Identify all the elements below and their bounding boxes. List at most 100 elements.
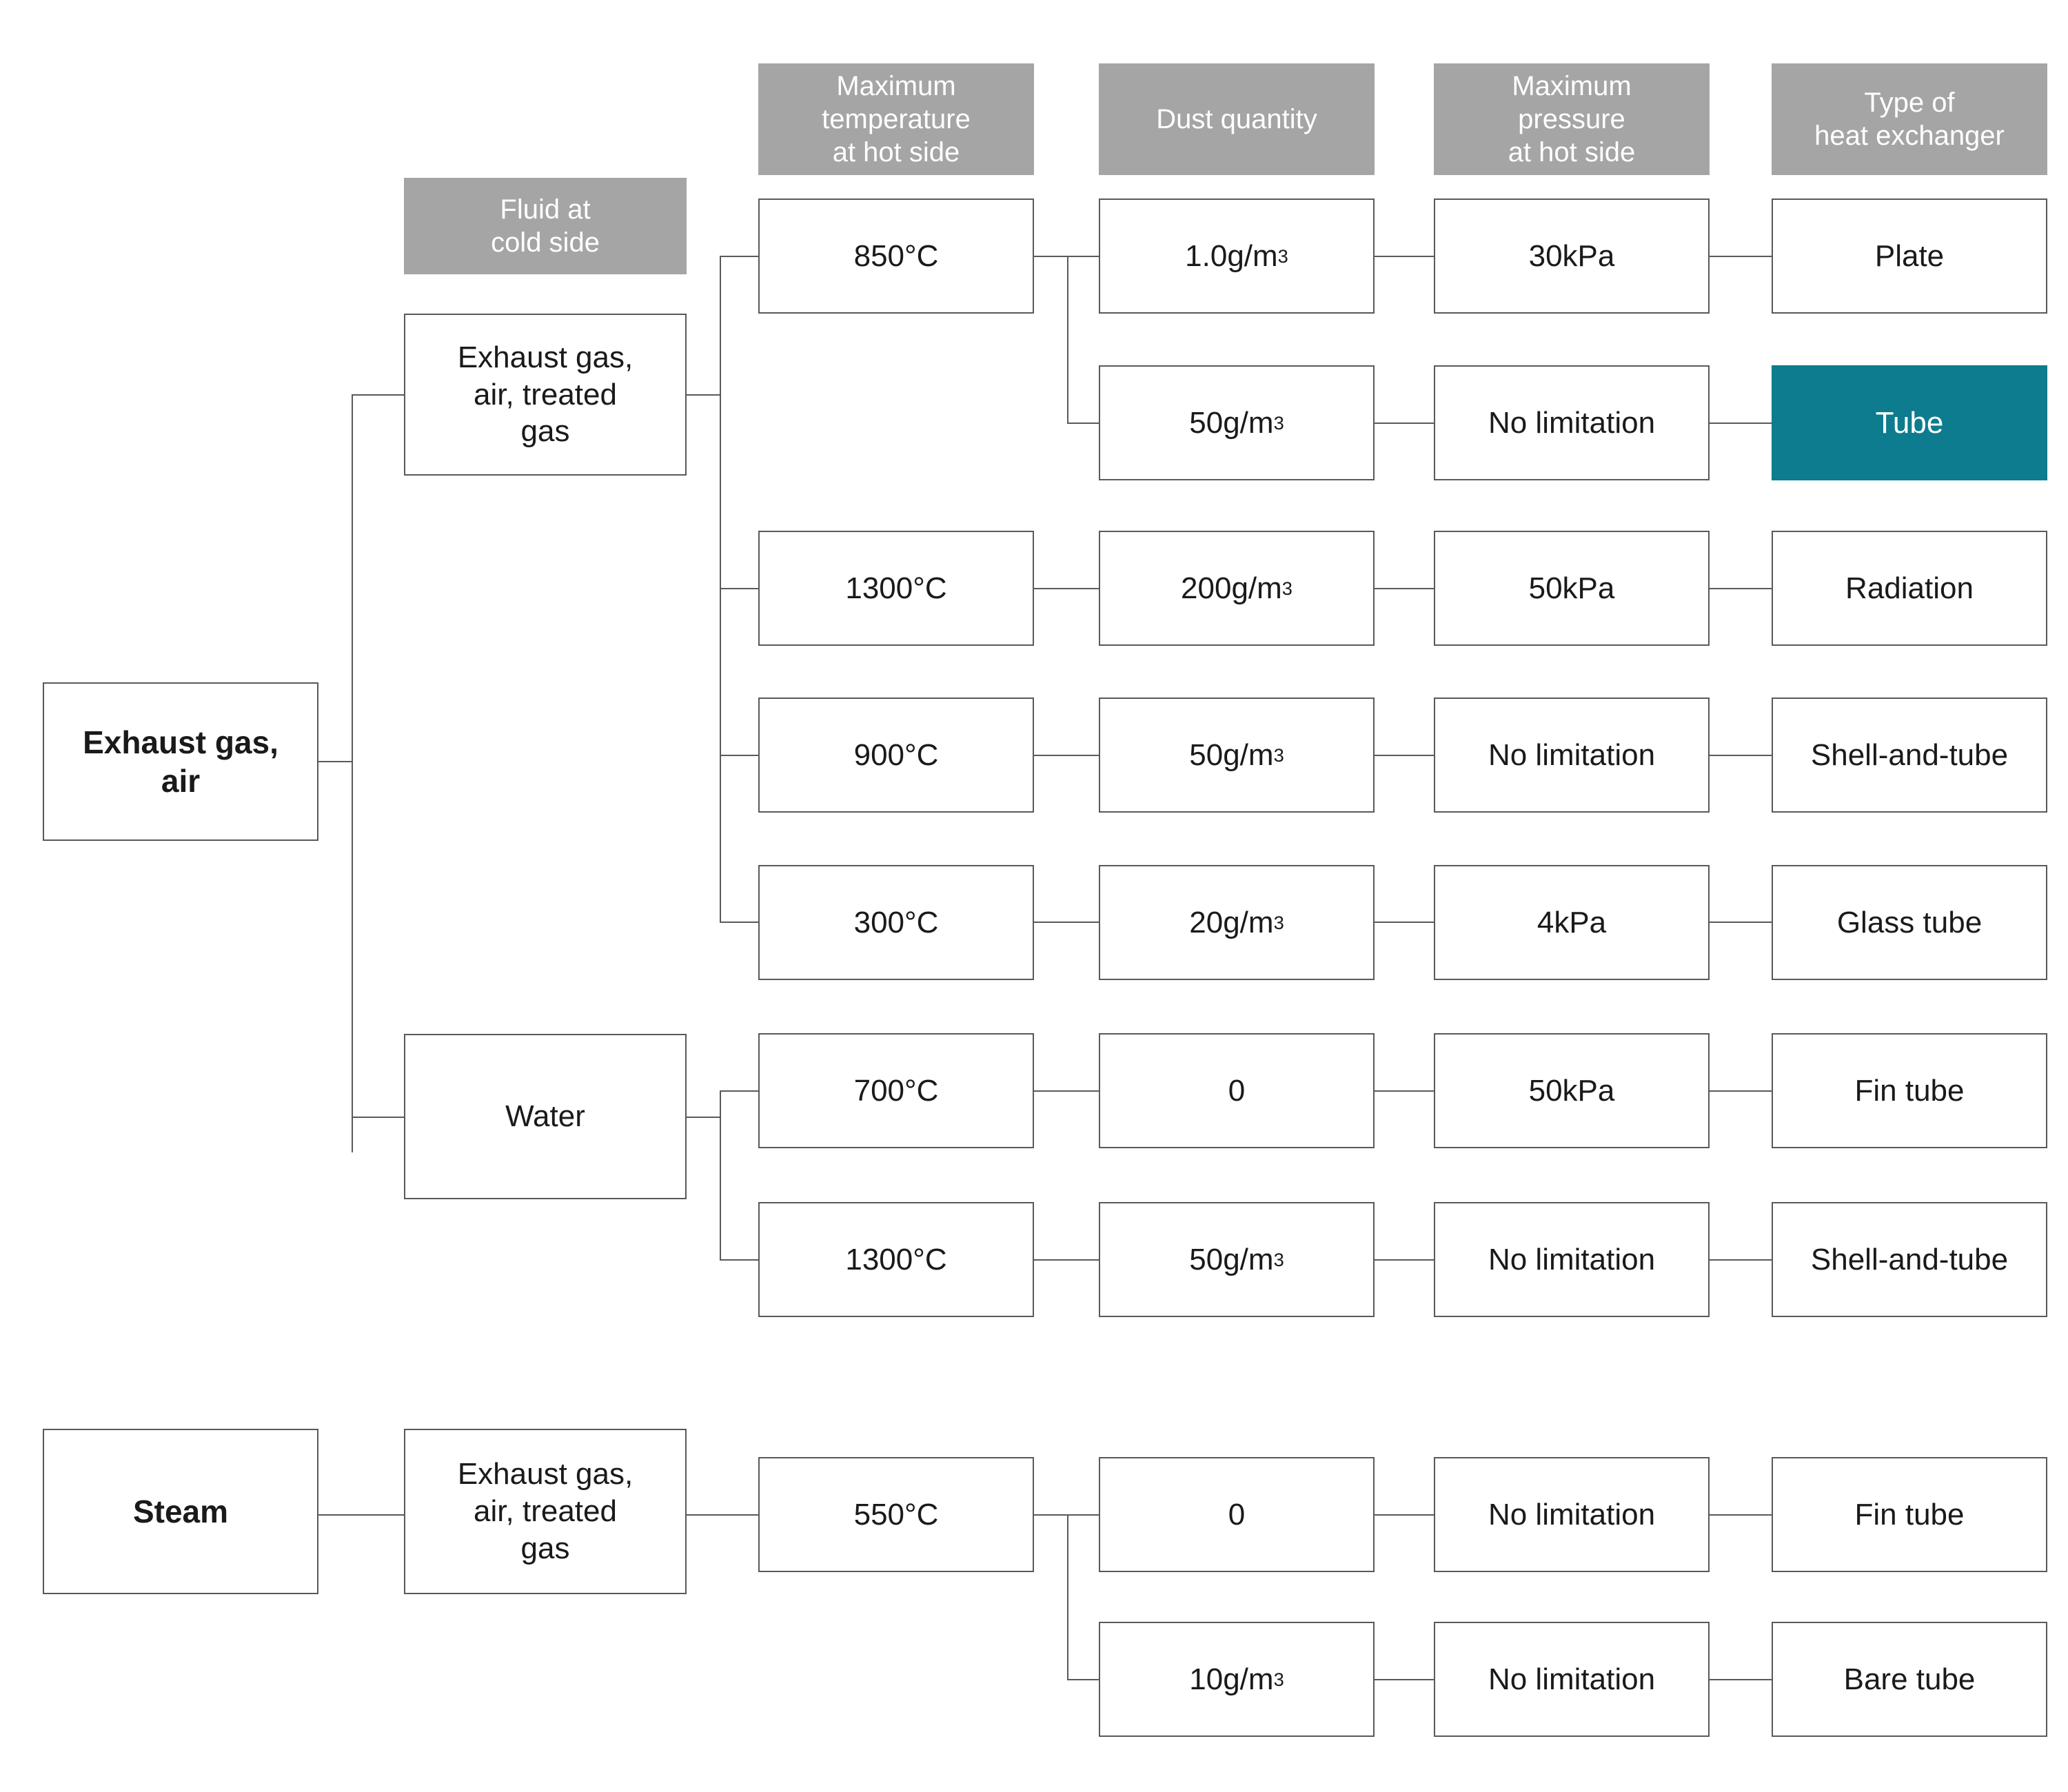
cold-fluid-water[interactable]: Water xyxy=(404,1034,687,1199)
temperature-900c[interactable]: 900°C xyxy=(758,698,1034,813)
connector-300-to-dust-20 xyxy=(1033,922,1100,923)
connector-dust-50-to-nolimit-shell xyxy=(1373,755,1435,756)
connector-root-exhaust-spine xyxy=(352,394,353,1152)
connector-550-to-dust-10 xyxy=(1067,1679,1100,1680)
connector-dust-20-to-4kpa xyxy=(1373,922,1435,923)
dust-value: 0 xyxy=(1228,1497,1246,1531)
connector-cold-gas-out xyxy=(685,394,721,396)
connector-dust-10-to-nolimit xyxy=(1373,1679,1435,1680)
header-dust-quantity: Dust quantity xyxy=(1099,63,1375,175)
dust-value: 10g/m xyxy=(1189,1662,1274,1696)
pressure-50kpa-radiation[interactable]: 50kPa xyxy=(1434,531,1710,646)
exchanger-type-shell-and-tube-gas[interactable]: Shell-and-tube xyxy=(1772,698,2047,813)
connector-cold-gas-to-900 xyxy=(720,755,760,756)
header-type-of-heat-exchanger: Type of heat exchanger xyxy=(1772,63,2047,175)
dust-value: 20g/m xyxy=(1189,905,1274,939)
connector-cold-water-to-1300 xyxy=(720,1259,760,1261)
connector-cold-water-to-700 xyxy=(720,1090,760,1092)
connector-1300-water-to-dust-50 xyxy=(1033,1259,1100,1261)
root-exhaust-gas-air[interactable]: Exhaust gas, air xyxy=(43,682,318,841)
dust-value: 200g/m xyxy=(1181,571,1282,605)
dust-quantity-zero-steam[interactable]: 0 xyxy=(1099,1457,1375,1572)
connector-steam-cold-gas-to-550 xyxy=(685,1514,760,1516)
dust-quantity-zero-fin[interactable]: 0 xyxy=(1099,1033,1375,1148)
connector-1300-to-dust-200 xyxy=(1033,588,1100,589)
header-fluid-at-cold-side: Fluid at cold side xyxy=(404,178,687,274)
connector-dust-50-to-nolimit xyxy=(1373,422,1435,424)
connector-cold-gas-to-300 xyxy=(720,922,760,923)
pressure-no-limitation-steam-fin[interactable]: No limitation xyxy=(1434,1457,1710,1572)
connector-cold-water-spine xyxy=(720,1090,721,1260)
root-steam[interactable]: Steam xyxy=(43,1429,318,1594)
connector-50kpa-to-fin-tube xyxy=(1708,1090,1773,1092)
connector-nolimit-to-shell-and-tube xyxy=(1708,755,1773,756)
connector-dust-zero-to-50kpa xyxy=(1373,1090,1435,1092)
connector-850-spine xyxy=(1067,256,1068,423)
cold-fluid-exhaust-gas-air-treated-gas-top[interactable]: Exhaust gas, air, treated gas xyxy=(404,314,687,476)
exchanger-type-fin-tube-steam[interactable]: Fin tube xyxy=(1772,1457,2047,1572)
connector-900-to-dust-50 xyxy=(1033,755,1100,756)
connector-550-spine xyxy=(1067,1514,1068,1680)
connector-850-to-dust-50 xyxy=(1067,422,1100,424)
dust-value: 50g/m xyxy=(1189,405,1274,440)
connector-nolimit-to-shell-and-tube-water xyxy=(1708,1259,1773,1261)
pressure-30kpa[interactable]: 30kPa xyxy=(1434,198,1710,314)
connector-4kpa-to-glass-tube xyxy=(1708,922,1773,923)
temperature-300c[interactable]: 300°C xyxy=(758,865,1034,980)
exchanger-type-fin-tube-water[interactable]: Fin tube xyxy=(1772,1033,2047,1148)
pressure-no-limitation-bare[interactable]: No limitation xyxy=(1434,1622,1710,1737)
connector-cold-water-out xyxy=(685,1117,721,1118)
connector-550-out xyxy=(1033,1514,1068,1516)
connector-dust-200-to-50kpa xyxy=(1373,588,1435,589)
header-maximum-temperature-at-hot-side: Maximum temperature at hot side xyxy=(758,63,1034,175)
connector-850-out xyxy=(1033,256,1068,257)
connector-550-to-dust-zero xyxy=(1067,1514,1100,1516)
temperature-700c[interactable]: 700°C xyxy=(758,1033,1034,1148)
connector-dust-1-0-to-30kpa xyxy=(1373,256,1435,257)
pressure-4kpa[interactable]: 4kPa xyxy=(1434,865,1710,980)
connector-cold-gas-spine xyxy=(720,256,721,923)
connector-nolimit-to-fin-tube-steam xyxy=(1708,1514,1773,1516)
connector-steam-to-cold-gas xyxy=(318,1514,405,1516)
connector-root-to-cold-gas xyxy=(352,394,405,396)
connector-nolimit-to-tube xyxy=(1708,422,1773,424)
connector-root-exhaust-out xyxy=(318,761,353,762)
dust-value: 50g/m xyxy=(1189,1242,1274,1276)
connector-dust-50-to-nolimit-water xyxy=(1373,1259,1435,1261)
cold-fluid-exhaust-gas-air-treated-gas-bottom[interactable]: Exhaust gas, air, treated gas xyxy=(404,1429,687,1594)
connector-cold-gas-to-1300 xyxy=(720,588,760,589)
connector-dust-zero-to-nolimit-steam xyxy=(1373,1514,1435,1516)
temperature-850c[interactable]: 850°C xyxy=(758,198,1034,314)
temperature-550c[interactable]: 550°C xyxy=(758,1457,1034,1572)
exchanger-type-tube[interactable]: Tube xyxy=(1772,365,2047,480)
dust-value: 0 xyxy=(1228,1073,1246,1108)
exchanger-type-glass-tube[interactable]: Glass tube xyxy=(1772,865,2047,980)
pressure-50kpa-fin[interactable]: 50kPa xyxy=(1434,1033,1710,1148)
pressure-no-limitation-tube[interactable]: No limitation xyxy=(1434,365,1710,480)
exchanger-type-bare-tube[interactable]: Bare tube xyxy=(1772,1622,2047,1737)
pressure-no-limitation-water-shell[interactable]: No limitation xyxy=(1434,1202,1710,1317)
connector-850-to-dust-1-0 xyxy=(1067,256,1100,257)
dust-value: 1.0g/m xyxy=(1185,238,1278,273)
exchanger-type-shell-and-tube-water[interactable]: Shell-and-tube xyxy=(1772,1202,2047,1317)
temperature-1300c-radiation[interactable]: 1300°C xyxy=(758,531,1034,646)
connector-700-to-dust-zero xyxy=(1033,1090,1100,1092)
connector-30kpa-to-plate xyxy=(1708,256,1773,257)
connector-root-to-cold-water xyxy=(352,1117,405,1118)
connector-nolimit-to-bare-tube xyxy=(1708,1679,1773,1680)
pressure-no-limitation-shell[interactable]: No limitation xyxy=(1434,698,1710,813)
temperature-1300c-water[interactable]: 1300°C xyxy=(758,1202,1034,1317)
exchanger-type-radiation[interactable]: Radiation xyxy=(1772,531,2047,646)
header-maximum-pressure-at-hot-side: Maximum pressure at hot side xyxy=(1434,63,1710,175)
exchanger-type-plate[interactable]: Plate xyxy=(1772,198,2047,314)
connector-cold-gas-to-850 xyxy=(720,256,760,257)
connector-50kpa-to-radiation xyxy=(1708,588,1773,589)
